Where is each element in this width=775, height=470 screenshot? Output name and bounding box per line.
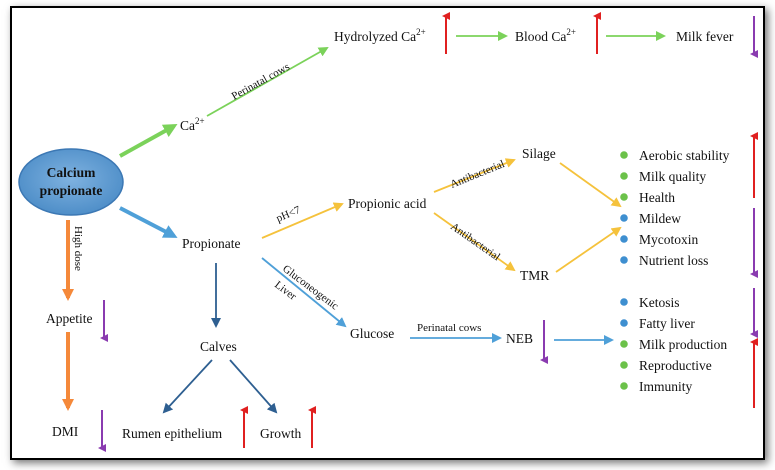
- list-dot: [620, 214, 628, 222]
- list-dot: [620, 319, 628, 327]
- effect-aerobic-stability: Aerobic stability: [639, 148, 730, 163]
- list-dot: [620, 382, 628, 390]
- tmr-node: TMR: [520, 268, 549, 283]
- arrow-to-rumen-epithelium: [162, 359, 213, 414]
- label-antibacterial-2: Antibacterial: [448, 221, 502, 264]
- effect-immunity: Immunity: [639, 379, 692, 394]
- arrow-tmr-to-effects: [555, 226, 622, 273]
- arrow-to-glucose: [261, 257, 347, 328]
- label-perinatal-cows-2: Perinatal cows: [417, 322, 481, 334]
- list-dot: [620, 172, 628, 180]
- label-high-dose: High dose: [72, 226, 84, 271]
- effect-fatty-liver: Fatty liver: [639, 316, 695, 331]
- arrow-to-tmr: [433, 212, 516, 272]
- calcium-propionate-node: [18, 148, 124, 216]
- arrow-silage-to-effects: [559, 162, 622, 208]
- effect-reproductive: Reproductive: [639, 358, 712, 373]
- ca-node: Ca2+: [180, 116, 205, 133]
- arrow-to-ca: [119, 124, 178, 158]
- calves-node: Calves: [200, 339, 237, 354]
- diagram-frame: Calcium propionate Ca2+ Perinatal cows H…: [10, 6, 765, 460]
- list-dot: [620, 361, 628, 369]
- effect-nutrient-loss: Nutrient loss: [639, 253, 708, 268]
- glucose-node: Glucose: [350, 326, 394, 341]
- calcium-propionate-label-2: propionate: [40, 183, 103, 198]
- dmi-node: DMI: [52, 424, 79, 439]
- list-dot: [620, 235, 628, 243]
- list-dot: [620, 340, 628, 348]
- propionic-acid-node: Propionic acid: [348, 196, 427, 211]
- neb-node: NEB: [506, 331, 533, 346]
- list-dot: [620, 151, 628, 159]
- rumen-epithelium-node: Rumen epithelium: [122, 426, 223, 441]
- list-dot: [620, 256, 628, 264]
- calcium-propionate-diagram: Calcium propionate Ca2+ Perinatal cows H…: [18, 12, 758, 452]
- effect-milk-production: Milk production: [639, 337, 727, 352]
- effects-list-neb: Ketosis Fatty liver Milk production Repr…: [620, 295, 727, 394]
- arrow-to-growth: [229, 359, 278, 414]
- arrow-to-hydrolyzed-ca: [206, 47, 329, 117]
- effect-milk-quality: Milk quality: [639, 169, 706, 184]
- propionate-node: Propionate: [182, 236, 241, 251]
- effect-mildew: Mildew: [639, 211, 681, 226]
- effect-ketosis: Ketosis: [639, 295, 680, 310]
- arrow-to-propionic-acid: [261, 202, 344, 239]
- milk-fever-node: Milk fever: [676, 29, 734, 44]
- effect-health: Health: [639, 190, 675, 205]
- growth-node: Growth: [260, 426, 301, 441]
- hydrolyzed-ca-node: Hydrolyzed Ca2+: [334, 27, 426, 44]
- arrow-to-silage: [433, 158, 516, 193]
- label-antibacterial-1: Antibacterial: [449, 158, 507, 191]
- effects-list-silage-tmr: Aerobic stability Milk quality Health Mi…: [620, 148, 730, 268]
- blood-ca-node: Blood Ca2+: [515, 27, 576, 44]
- arrow-to-propionate: [119, 206, 178, 238]
- calcium-propionate-label-1: Calcium: [47, 165, 97, 180]
- effect-mycotoxin: Mycotoxin: [639, 232, 698, 247]
- silage-node: Silage: [522, 146, 556, 161]
- label-perinatal-cows-1: Perinatal cows: [230, 61, 292, 103]
- list-dot: [620, 298, 628, 306]
- list-dot: [620, 193, 628, 201]
- appetite-node: Appetite: [46, 311, 93, 326]
